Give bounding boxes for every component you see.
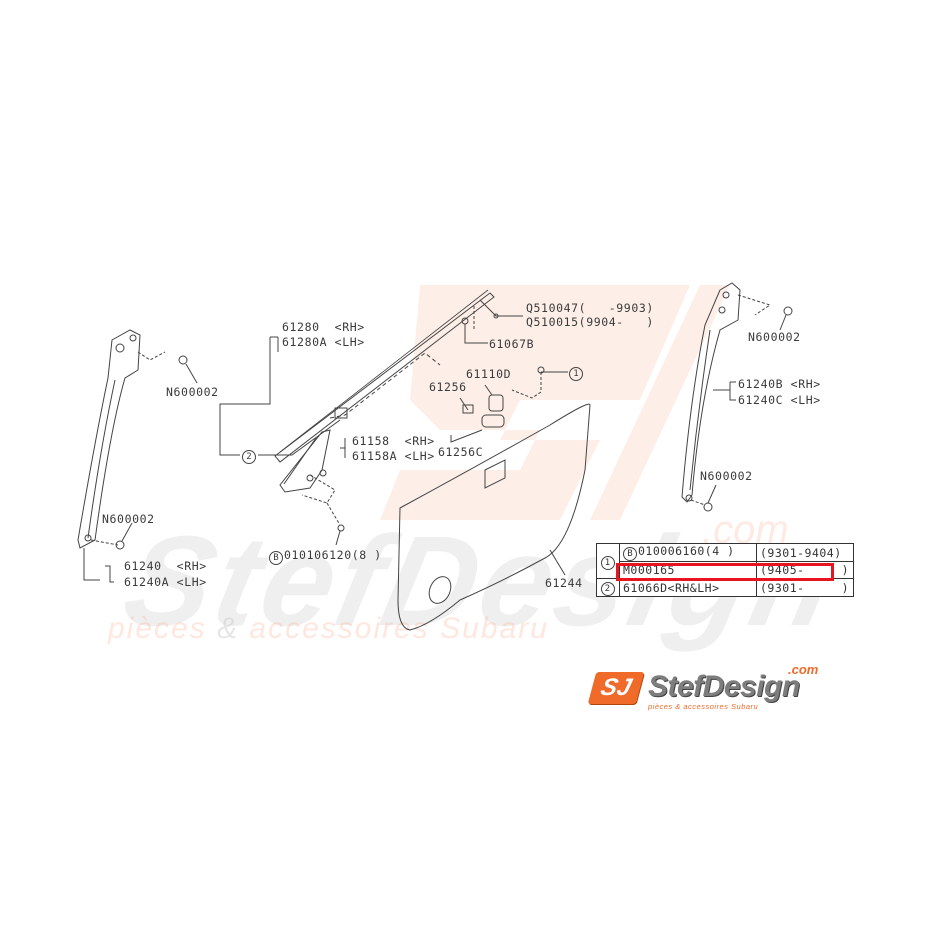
quarter-glass	[279, 429, 346, 546]
label-61240a-lh: 61240A <LH>	[124, 575, 207, 589]
label-61158a-lh: 61158A <LH>	[352, 449, 435, 463]
label-61067b: 61067B	[489, 337, 535, 351]
stefdesign-logo: SJ StefDesign .com pièces & accessoires …	[587, 662, 852, 718]
ref-circle-1: 1	[600, 555, 615, 570]
sj-badge-icon: SJ	[587, 672, 645, 704]
door-trim-sheet	[397, 403, 591, 631]
highlight-box	[616, 563, 834, 581]
label-q510015: Q510015(9904- )	[526, 315, 654, 329]
left-sash-channel	[77, 329, 198, 583]
label-n600002: N600002	[102, 512, 155, 526]
label-61256c: 61256C	[438, 445, 484, 459]
label-n600002: N600002	[748, 330, 801, 344]
label-61158-rh: 61158 <RH>	[352, 434, 435, 448]
label-n600002: N600002	[700, 469, 753, 483]
label-61280a-lh: 61280A <LH>	[282, 335, 365, 349]
label-61244: 61244	[545, 576, 583, 590]
label-61240c-lh: 61240C <LH>	[738, 393, 821, 407]
label-61240-rh: 61240 <RH>	[124, 559, 207, 573]
table-row: 2 61066D<RH&LH> (9301- )	[596, 578, 854, 597]
ref-circle-2: 2	[242, 447, 257, 464]
label-61110d: 61110D	[466, 367, 512, 381]
label-61280-rh: 61280 <RH>	[282, 320, 365, 334]
label-61240b-rh: 61240B <RH>	[738, 377, 821, 391]
bolt-b-icon: B	[623, 547, 637, 561]
label-q510047: Q510047( -9903)	[526, 301, 654, 315]
logo-com: .com	[788, 662, 819, 677]
ref-circle-1: 1	[569, 364, 584, 381]
watermark-subtitle: pièces & accessoires Subaru	[108, 612, 549, 645]
label-61256: 61256	[429, 380, 467, 394]
label-n600002: N600002	[166, 385, 219, 399]
logo-tagline: pièces & accessoires Subaru	[648, 702, 759, 711]
ref-circle-2: 2	[600, 582, 615, 596]
logo-name: StefDesign	[648, 670, 800, 703]
right-sash-channel	[681, 282, 793, 512]
